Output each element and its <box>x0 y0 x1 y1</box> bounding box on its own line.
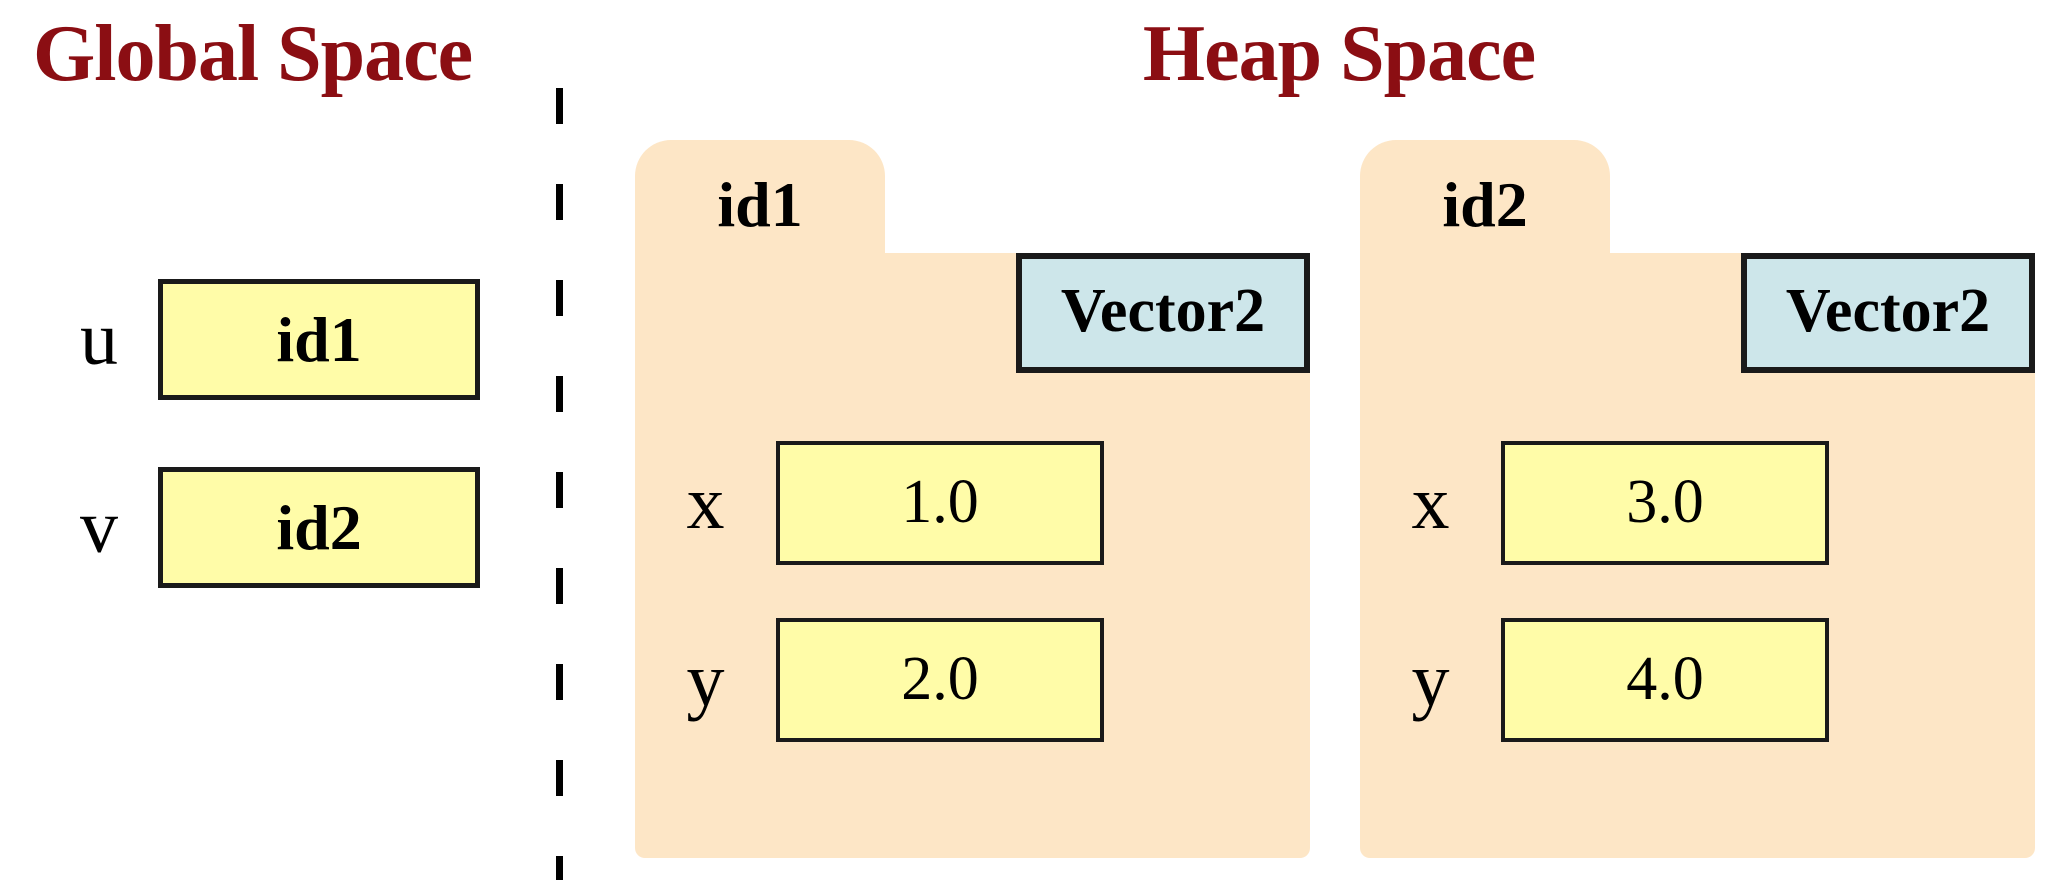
field-name-label: x <box>1411 461 1450 545</box>
field-row-x: x 1.0 <box>635 441 1104 565</box>
field-value-box: 4.0 <box>1501 618 1829 742</box>
object-type-box: Vector2 <box>1016 253 1310 373</box>
field-value-box: 3.0 <box>1501 441 1829 565</box>
variable-name-label: v <box>80 485 118 569</box>
heap-object-id1: id1 Vector2 x 1.0 y 2.0 <box>635 140 1310 858</box>
folder-tab: id2 <box>1360 140 1610 258</box>
object-type-box: Vector2 <box>1741 253 2035 373</box>
field-name-label: x <box>686 461 725 545</box>
global-variable-v: v id2 <box>40 467 480 588</box>
dashed-divider-line <box>556 88 563 880</box>
folder-tab: id1 <box>635 140 885 258</box>
field-row-x: x 3.0 <box>1360 441 1829 565</box>
field-row-y: y 2.0 <box>635 618 1104 742</box>
field-name-label: y <box>1411 638 1450 722</box>
field-value-box: 1.0 <box>776 441 1104 565</box>
variable-value-box: id2 <box>158 467 480 588</box>
field-value-box: 2.0 <box>776 618 1104 742</box>
heap-space-title: Heap Space <box>1142 10 1536 98</box>
variable-value-box: id1 <box>158 279 480 400</box>
field-name-label: y <box>686 638 725 722</box>
global-space-title: Global Space <box>33 10 473 98</box>
variable-name-label: u <box>80 297 118 381</box>
field-row-y: y 4.0 <box>1360 618 1829 742</box>
global-variable-u: u id1 <box>40 279 480 400</box>
heap-object-id2: id2 Vector2 x 3.0 y 4.0 <box>1360 140 2035 858</box>
